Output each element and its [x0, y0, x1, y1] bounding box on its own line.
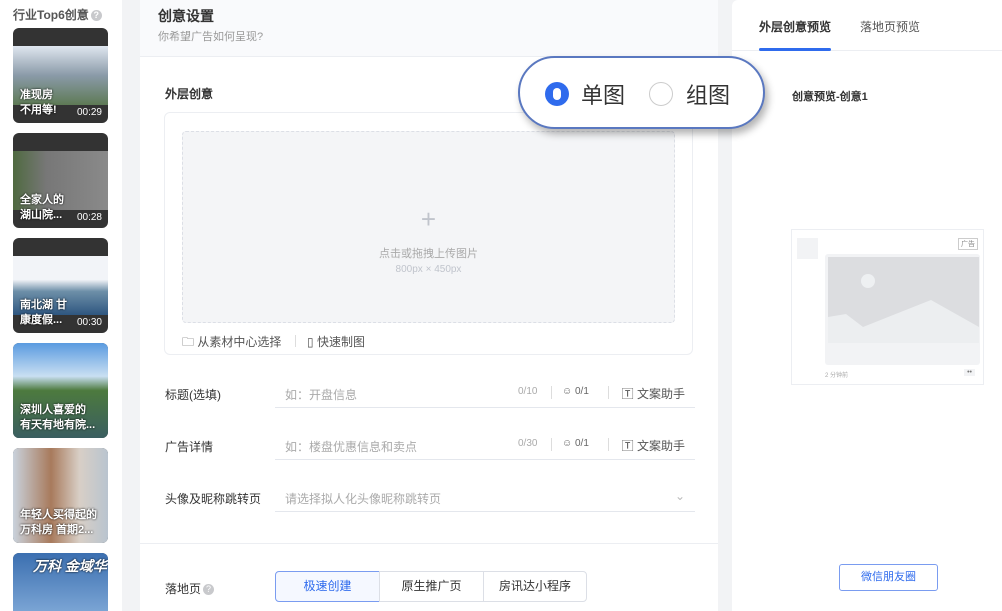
tab-landing-preview[interactable]: 落地页预览	[860, 20, 921, 34]
image-icon	[828, 257, 979, 343]
panel-header: 创意设置 你希望广告如何呈现?	[140, 0, 718, 57]
wechat-moments-button[interactable]: 微信朋友圈	[839, 564, 938, 591]
image-placeholder	[825, 254, 980, 365]
copy-assistant-button[interactable]: 🅃 文案助手	[621, 387, 685, 401]
quick-make-button[interactable]: ▯ 快速制图	[307, 335, 365, 349]
radio-single-image[interactable]	[545, 82, 569, 106]
folder-icon: 🗀	[182, 335, 195, 349]
page-subtitle: 你希望广告如何呈现?	[158, 31, 264, 43]
radio-group-image[interactable]	[649, 82, 673, 106]
copy-assistant-button[interactable]: 🅃 文案助手	[621, 439, 685, 453]
text-icon: 🅃	[621, 439, 634, 453]
help-icon[interactable]: ?	[203, 584, 215, 596]
emoji-button[interactable]: ☺ 0/1	[562, 386, 589, 397]
creative-thumb[interactable]: 年轻人买得起的万科房 首期2...	[13, 448, 108, 543]
ad-detail-input[interactable]: 如：楼盘优惠信息和卖点 0/30 ☺ 0/1 🅃 文案助手	[275, 430, 695, 460]
image-drop-zone[interactable]: + 点击或拖拽上传图片 800px × 450px	[182, 131, 675, 323]
post-time: 2 分钟前	[825, 373, 849, 379]
radio-single-label[interactable]: 单图	[581, 83, 626, 108]
landing-option-fast[interactable]: 极速创建	[275, 571, 380, 602]
document-icon: ▯	[307, 335, 314, 349]
divider	[140, 543, 718, 544]
divider	[551, 438, 552, 451]
top-creatives-panel: 行业Top6创意? 准现房不用等!00:29 全家人的湖山院...00:28 南…	[0, 0, 122, 611]
char-count: 0/10	[518, 386, 538, 397]
avatar-select[interactable]: 请选择拟人化头像昵称跳转页 ⌄	[275, 482, 695, 512]
title-input[interactable]: 如：开盘信息 0/10 ☺ 0/1 🅃 文案助手	[275, 378, 695, 408]
chevron-down-icon: ⌄	[674, 489, 685, 503]
image-type-radio-group: 单图 组图	[518, 56, 765, 129]
active-tab-indicator	[759, 48, 831, 51]
tab-creative-preview[interactable]: 外层创意预览	[759, 20, 832, 34]
radio-group-label[interactable]: 组图	[686, 83, 731, 108]
section-title: 外层创意	[165, 87, 214, 101]
top-creatives-title: 行业Top6创意?	[13, 6, 102, 23]
upload-size: 800px × 450px	[395, 264, 462, 275]
text-icon: 🅃	[621, 387, 634, 401]
divider	[551, 386, 552, 399]
preview-panel: 外层创意预览 落地页预览 创意预览-创意1 广告 2 分钟前 •• 微信朋友圈	[732, 0, 1002, 611]
creative-thumb[interactable]: 准现房不用等!00:29	[13, 28, 108, 123]
preview-title: 创意预览-创意1	[792, 91, 868, 103]
page-title: 创意设置	[158, 8, 214, 24]
ad-detail-label: 广告详情	[165, 440, 214, 454]
help-icon[interactable]: ?	[90, 10, 102, 22]
creative-thumb[interactable]: 南北湖 甘康度假...00:30	[13, 238, 108, 333]
landing-option-miniprogram[interactable]: 房讯达小程序	[483, 571, 587, 602]
avatar-placeholder	[797, 238, 818, 259]
landing-label: 落地页?	[165, 580, 215, 597]
creative-thumb[interactable]: 全家人的湖山院...00:28	[13, 133, 108, 228]
creative-thumb[interactable]: 万科 金域华	[13, 553, 108, 611]
divider	[295, 335, 296, 347]
ad-tag: 广告	[958, 238, 978, 250]
from-library-button[interactable]: 🗀 从素材中心选择	[182, 335, 282, 349]
avatar-label: 头像及昵称跳转页	[165, 492, 262, 506]
plus-icon: +	[420, 204, 437, 234]
more-icon: ••	[964, 369, 975, 376]
divider	[608, 386, 609, 399]
upload-box: + 点击或拖拽上传图片 800px × 450px 🗀 从素材中心选择 ▯ 快速…	[164, 112, 693, 355]
landing-option-native[interactable]: 原生推广页	[379, 571, 484, 602]
upload-hint: 点击或拖拽上传图片	[379, 248, 478, 260]
char-count: 0/30	[518, 438, 538, 449]
emoji-button[interactable]: ☺ 0/1	[562, 438, 589, 449]
creative-thumb[interactable]: 深圳人喜爱的有天有地有院...	[13, 343, 108, 438]
moments-ad-preview: 广告 2 分钟前 ••	[791, 229, 984, 385]
divider	[732, 50, 1002, 51]
divider	[608, 438, 609, 451]
title-label: 标题(选填)	[165, 388, 221, 402]
